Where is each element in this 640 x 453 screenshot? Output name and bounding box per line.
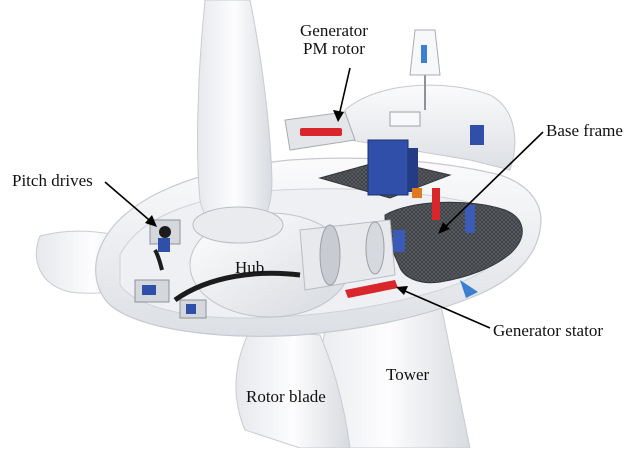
base-frame-deck	[384, 201, 523, 284]
crane-box	[389, 111, 421, 127]
label-hub: Hub	[235, 258, 265, 277]
label-tower: Tower	[386, 365, 430, 384]
pitch-drive-assembly	[134, 219, 207, 319]
control-cabinet	[367, 139, 409, 196]
shaft-ring-2	[365, 221, 385, 275]
leader-pitch-drives	[104, 181, 156, 226]
arrow-generator-pm-rotor	[333, 110, 344, 122]
label-rotor-blade: Rotor blade	[246, 387, 326, 406]
arrow-base-frame	[438, 222, 450, 234]
met-sensor	[421, 45, 427, 63]
leader-base-frame	[439, 131, 544, 233]
label-generator-pm-rotor-line2: PM rotor	[303, 38, 365, 58]
cooler	[470, 125, 484, 145]
yaw-drive-2	[465, 205, 475, 233]
cabinet-side	[408, 148, 418, 192]
orange-unit	[412, 188, 422, 198]
label-pitch-drives: Pitch drives	[12, 171, 93, 190]
blade-root	[192, 206, 284, 244]
red-cylinder	[432, 188, 440, 220]
label-generator-pm-rotor: Generator PM rotor	[300, 22, 368, 58]
label-generator-stator: Generator stator	[493, 321, 603, 340]
generator-pm-rotor	[300, 128, 342, 136]
generator-stator	[345, 280, 398, 298]
shaft-ring	[319, 224, 341, 286]
pitch-gear-ring	[173, 270, 301, 303]
leader-generator-stator	[397, 287, 491, 329]
label-base-frame: Base frame	[546, 121, 623, 140]
arrow-pitch-drives	[145, 215, 157, 227]
label-generator-pm-rotor-line1: Generator	[300, 21, 368, 40]
arrowheads	[145, 110, 450, 295]
upper-rotor-blade	[197, 0, 273, 236]
arrow-generator-stator	[396, 286, 408, 295]
rear-accent	[460, 280, 478, 298]
yaw-drive	[393, 230, 405, 252]
pitch-gear-ring-2	[153, 248, 164, 271]
